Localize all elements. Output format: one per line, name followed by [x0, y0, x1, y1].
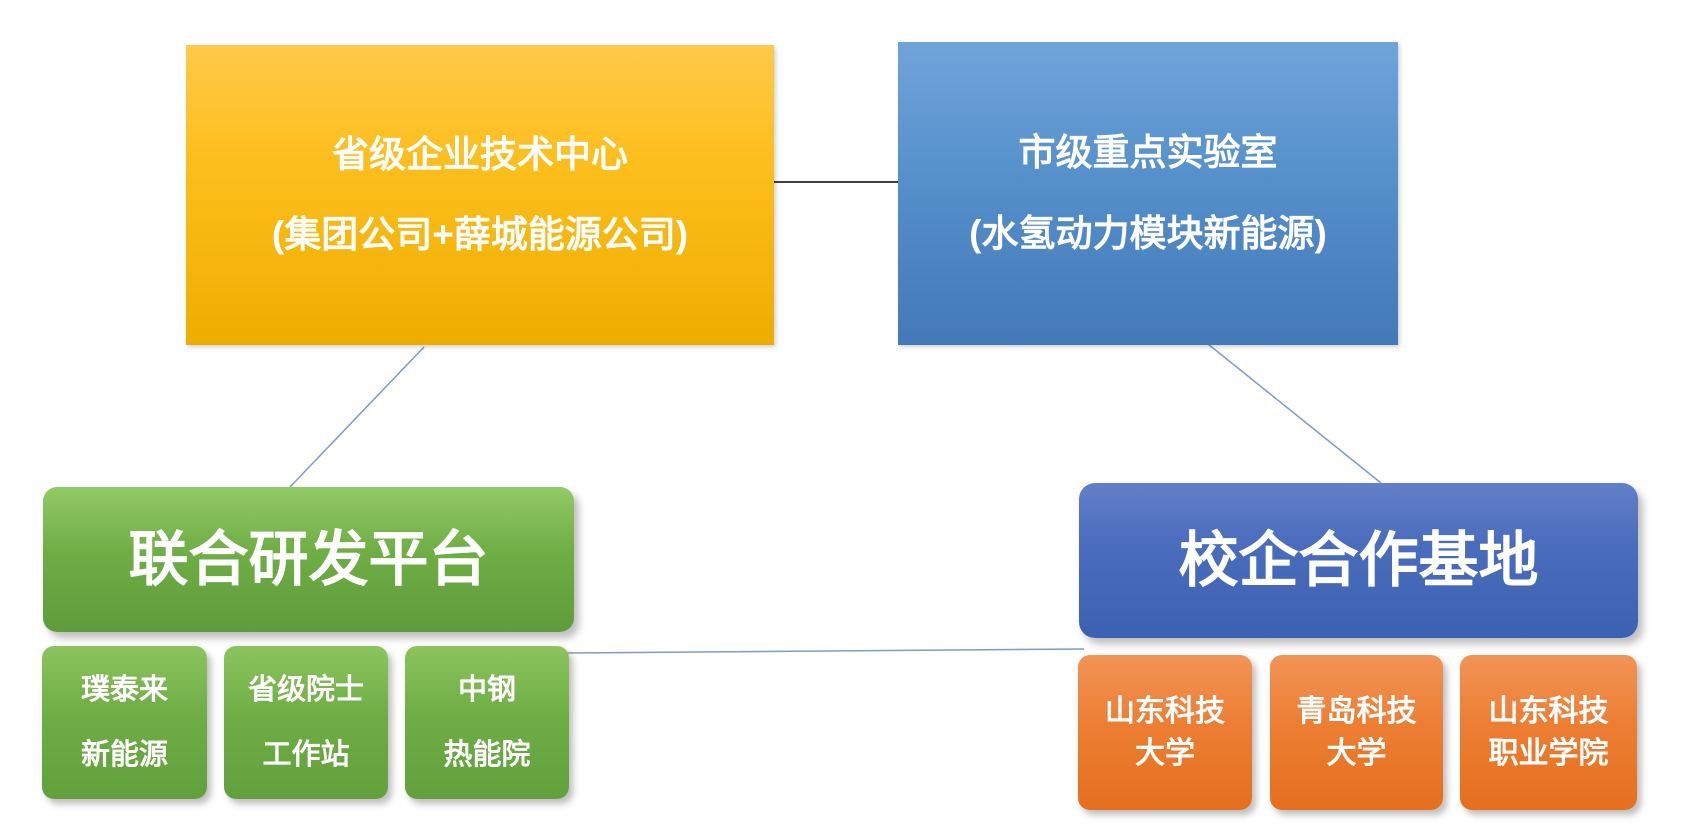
node-school-enterprise-base: 校企合作基地	[1079, 483, 1638, 638]
node-shandong-ust: 山东科技 大学	[1078, 655, 1252, 810]
node-qingdao-ust: 青岛科技 大学	[1270, 655, 1443, 810]
node-subtitle-line: 新能源	[80, 738, 168, 771]
node-shandong-vocational-college: 山东科技 职业学院	[1460, 655, 1637, 810]
node-title-line: 省级企业技术中心	[332, 133, 628, 175]
node-sinosteel-thermal-institute: 中钢 热能院	[405, 646, 569, 799]
node-title-line: 山东科技	[1488, 695, 1609, 728]
node-title-line: 市级重点实验室	[1018, 132, 1278, 174]
node-provincial-enterprise-tech-center: 省级企业技术中心 (集团公司+薛城能源公司)	[186, 45, 774, 345]
node-subtitle-line: (集团公司+薛城能源公司)	[271, 214, 689, 255]
node-title-line: 省级院士	[247, 674, 364, 707]
connector-right-diagonal	[1202, 339, 1382, 484]
node-joint-rd-platform: 联合研发平台	[43, 487, 574, 632]
node-subtitle-line: 热能院	[443, 738, 531, 771]
node-subtitle-line: 大学	[1326, 736, 1387, 770]
node-title-line: 校企合作基地	[1178, 527, 1539, 594]
connector-left-diagonal	[289, 346, 425, 488]
connector-bottom-horizontal	[565, 648, 1085, 654]
node-title-line: 联合研发平台	[128, 526, 489, 593]
node-subtitle-line: 大学	[1135, 736, 1195, 770]
node-subtitle-line: (水氢动力模块新能源)	[969, 212, 1327, 254]
node-title-line: 青岛科技	[1296, 695, 1417, 728]
node-title-line: 璞泰来	[80, 674, 168, 707]
node-subtitle-line: 工作站	[262, 738, 350, 771]
node-subtitle-line: 职业学院	[1488, 736, 1609, 770]
node-city-key-laboratory: 市级重点实验室 (水氢动力模块新能源)	[898, 42, 1398, 345]
node-putailai-new-energy: 璞泰来 新能源	[42, 646, 207, 799]
node-title-line: 山东科技	[1105, 695, 1225, 728]
node-title-line: 中钢	[457, 674, 516, 707]
node-provincial-academician-workstation: 省级院士 工作站	[224, 646, 388, 799]
